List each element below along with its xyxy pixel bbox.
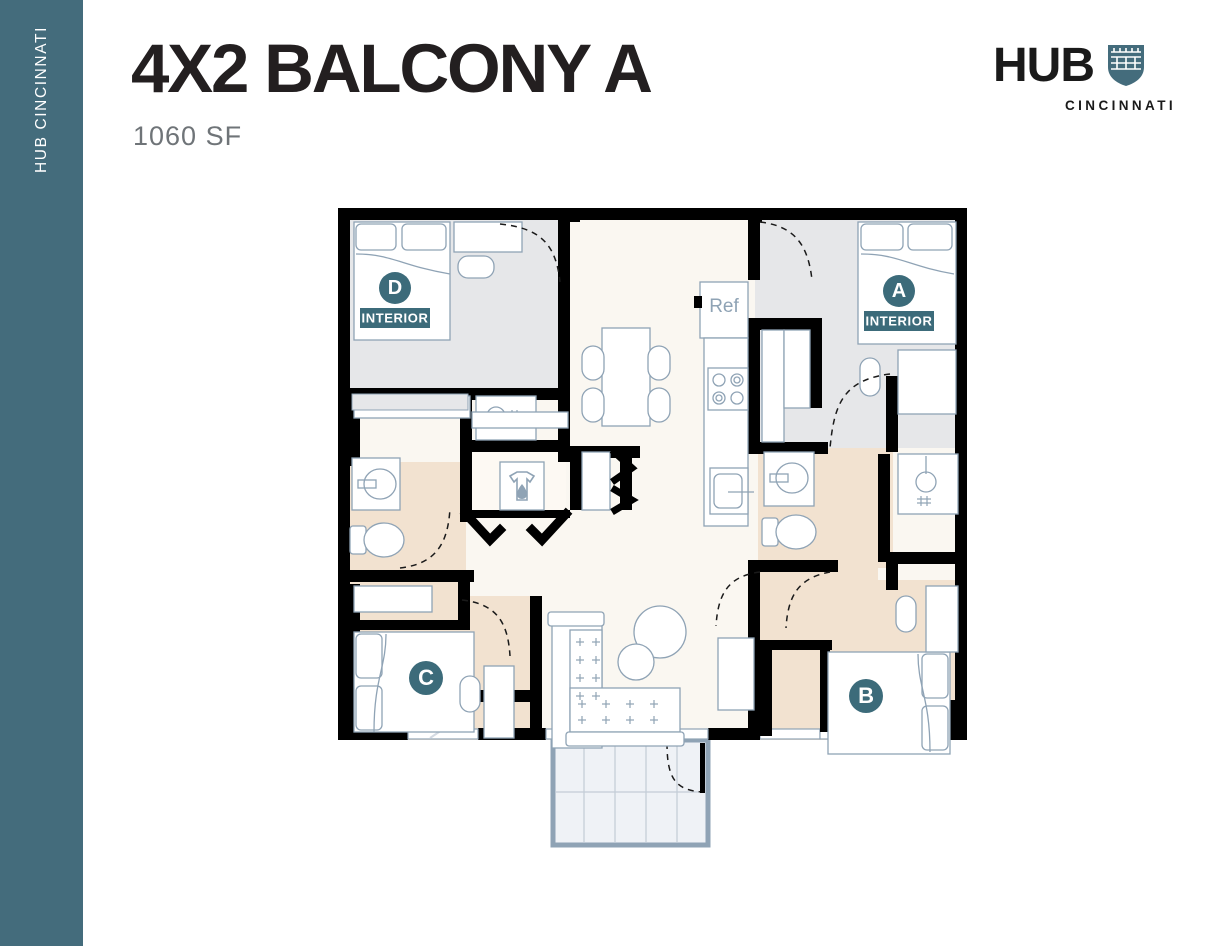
laundry-shirt-icon [508, 471, 536, 501]
bedroom-B-furniture [717, 571, 959, 755]
page-subtitle-square-feet: 1060 SF [133, 121, 243, 151]
svg-text:C: C [418, 665, 434, 690]
bedroom-A-badge: A INTERIOR [864, 275, 934, 331]
shower-right [897, 453, 959, 515]
page-title: 4X2 BALCONY A [131, 30, 653, 107]
brand-sidebar: HUB CINCINNATI [0, 0, 83, 946]
dining-set [581, 327, 671, 427]
svg-text:D: D [388, 277, 402, 299]
bedroom-C-furniture [353, 585, 515, 739]
svg-text:B: B [858, 683, 874, 708]
sofa-tufting [576, 638, 658, 724]
svg-text:INTERIOR: INTERIOR [866, 314, 933, 329]
refrigerator-label: Ref [709, 296, 739, 317]
bedroom-D-furniture [353, 221, 561, 341]
range-stove [707, 367, 749, 411]
coffee-table-small [617, 643, 655, 681]
bedroom-C-badge: C [409, 661, 443, 695]
bathroom-left-fixtures [349, 393, 569, 569]
living-room-furniture [547, 605, 687, 749]
sidebar-brand-label: HUB CINCINNATI [32, 26, 50, 173]
bathroom-right-fixtures [715, 451, 959, 627]
shield-crest-icon [1106, 43, 1146, 92]
bedroom-D-badge: D INTERIOR [360, 272, 430, 328]
hub-logo: HUB CINCINNATI [993, 42, 1183, 114]
washer-dryer [499, 461, 545, 511]
svg-text:A: A [892, 280, 906, 302]
coffee-table-large [633, 605, 687, 659]
kitchen-sink [709, 467, 754, 515]
logo-city-label: CINCINNATI [1065, 98, 1176, 113]
floorplan-drawing: .w { fill:#000000; } .f { stroke:#8fa3b5… [330, 200, 975, 850]
bedroom-B-badge: B [849, 679, 883, 713]
kitchen: Ref [694, 281, 811, 527]
logo-wordmark: HUB [993, 39, 1095, 92]
balcony [550, 737, 711, 848]
entry-closet [581, 447, 639, 516]
svg-text:INTERIOR: INTERIOR [362, 311, 429, 326]
